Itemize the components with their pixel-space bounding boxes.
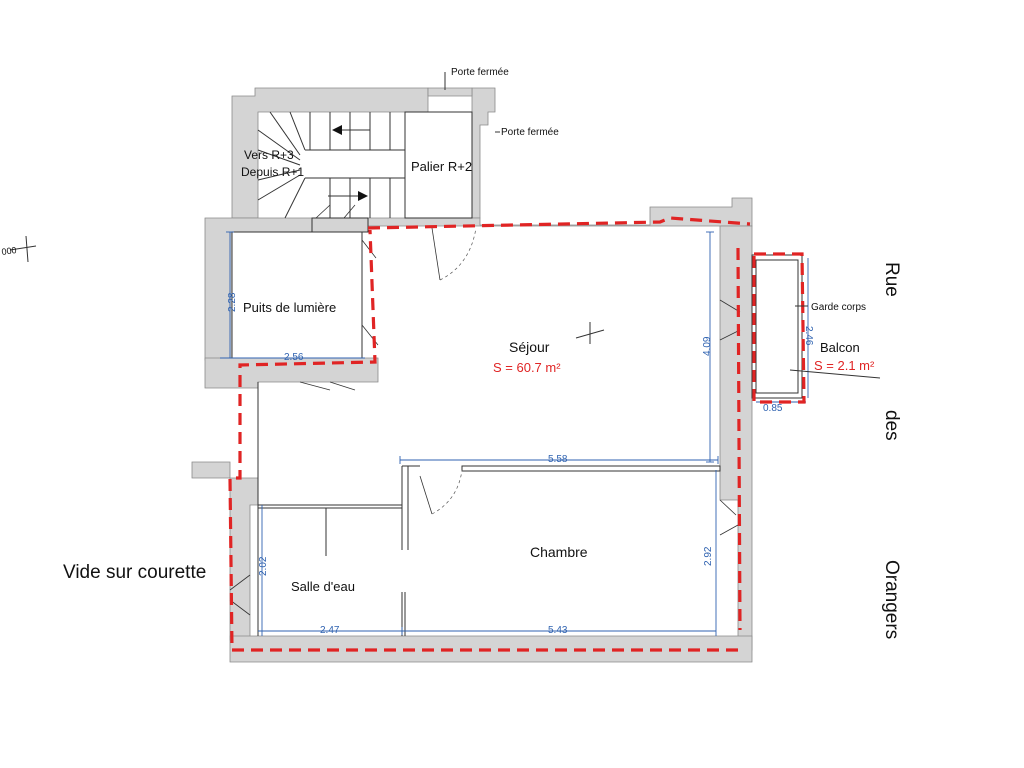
label-street-des: des bbox=[881, 410, 902, 441]
labels: Porte fermée Porte fermée Vers R+3 Depui… bbox=[1, 67, 902, 639]
label-vide-courette: Vide sur courette bbox=[63, 562, 206, 583]
dim-puits-height: 2.28 bbox=[227, 292, 238, 312]
dim-chambre-height: 2.92 bbox=[703, 546, 714, 566]
label-porte-top: Porte fermée bbox=[451, 67, 509, 78]
perimeter-main bbox=[228, 216, 751, 652]
perimeter-balcon bbox=[752, 252, 806, 404]
label-salle-eau: Salle d'eau bbox=[291, 579, 355, 594]
wall-apartment-top bbox=[204, 197, 753, 361]
puits-outline bbox=[231, 231, 363, 359]
label-stairs-up: Vers R+3 bbox=[244, 148, 294, 162]
label-sejour: Séjour bbox=[509, 339, 550, 355]
label-balcon-area: S = 2.1 m² bbox=[814, 358, 875, 373]
balcon-outline bbox=[751, 254, 803, 399]
label-stairs-down: Depuis R+1 bbox=[241, 165, 304, 179]
wall-right-exterior bbox=[719, 225, 753, 651]
label-balcon: Balcon bbox=[820, 340, 860, 355]
wall-left-exterior bbox=[229, 477, 259, 641]
label-porte-right: Porte fermée bbox=[501, 127, 559, 138]
wall-sejour-chambre bbox=[461, 465, 721, 472]
apartment-perimeter bbox=[228, 216, 806, 652]
doors bbox=[229, 204, 741, 616]
wall-left-stub bbox=[191, 461, 231, 479]
label-edge-mark: 000 bbox=[1, 245, 17, 257]
dim-balcon-height: 2.46 bbox=[803, 326, 814, 346]
dim-balcon-width: 0.85 bbox=[763, 403, 783, 414]
dim-sejour-bottom: 5.58 bbox=[548, 454, 568, 465]
dim-salle-height: 2.02 bbox=[258, 556, 269, 576]
wall-palier-right bbox=[471, 87, 496, 219]
label-palier: Palier R+2 bbox=[411, 159, 472, 174]
dim-sejour-height: 4.09 bbox=[702, 336, 713, 356]
stair-steps bbox=[257, 111, 406, 219]
arrow-left-icon bbox=[332, 125, 342, 135]
dim-chambre-width: 5.43 bbox=[548, 625, 568, 636]
palier-outline bbox=[404, 111, 473, 219]
label-street-orangers: Orangers bbox=[881, 560, 902, 639]
label-street-rue: Rue bbox=[881, 262, 902, 297]
label-garde-corps: Garde corps bbox=[811, 302, 866, 313]
label-sejour-area: S = 60.7 m² bbox=[493, 360, 561, 375]
label-puits: Puits de lumière bbox=[243, 300, 336, 315]
label-chambre: Chambre bbox=[530, 544, 588, 560]
arrow-right-icon bbox=[358, 191, 368, 201]
dim-salle-width: 2.47 bbox=[320, 625, 340, 636]
dim-puits-width: 2.56 bbox=[284, 352, 304, 363]
dimension-lines bbox=[220, 231, 809, 636]
garde-corps-outline bbox=[755, 259, 799, 394]
wall-palier-top-right bbox=[427, 87, 473, 97]
markers bbox=[9, 72, 881, 379]
